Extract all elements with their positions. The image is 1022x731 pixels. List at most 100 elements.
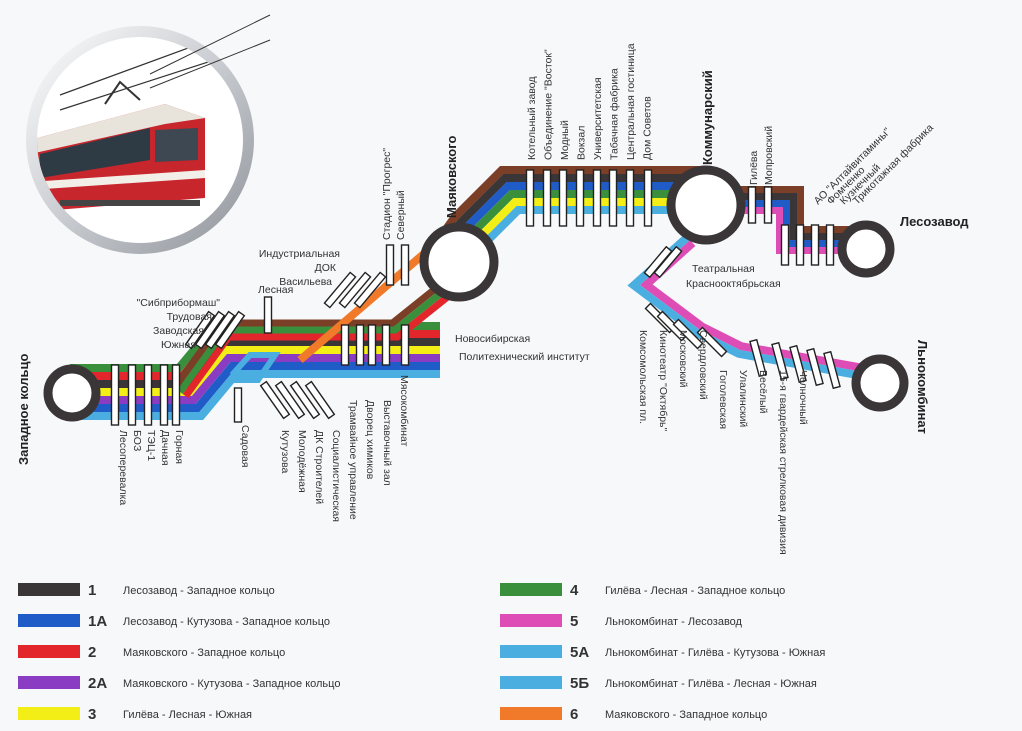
hub-mayakovskogo xyxy=(419,222,499,302)
station-marker-upper-1 xyxy=(542,169,552,227)
hub-label-lnokombinat: Льнокомбинат xyxy=(915,340,930,434)
station-marker-lesozavod-3 xyxy=(825,224,835,266)
route-line-brown xyxy=(171,281,443,390)
station-label-middle-top: Индустриальная xyxy=(259,248,340,260)
legend-route-description: Маяковского - Западное кольцо xyxy=(605,709,767,721)
legend-swatch xyxy=(500,707,562,720)
station-label-east: Политехнический институт xyxy=(459,351,590,363)
kutuzova-loop xyxy=(229,352,281,383)
hub-stations xyxy=(43,165,909,422)
station-label-stadium: Северный xyxy=(395,190,407,240)
legend-route-description: Льнокомбинат - Гилёва - Кутузова - Южная xyxy=(605,647,825,659)
route-orange xyxy=(297,236,443,364)
station-marker-upper-4 xyxy=(592,169,602,227)
hub-label-lesozavod: Лесозавод xyxy=(900,214,969,229)
station-marker-upper-2 xyxy=(558,169,568,227)
legend-route-description: Льнокомбинат - Гилёва - Лесная - Южная xyxy=(605,678,817,690)
station-marker-west-4 xyxy=(171,364,181,426)
station-label-middle-bottom: Кутузова xyxy=(279,430,291,474)
station-marker-lesozavod-2 xyxy=(810,224,820,266)
legend-swatch xyxy=(500,676,562,689)
station-marker-north-1 xyxy=(400,244,410,286)
station-marker-northwest-1 xyxy=(194,310,226,350)
station-marker-kutuzova-2 xyxy=(289,380,321,420)
station-label-upper: Вокзал xyxy=(576,126,588,160)
legend-route-description: Лесозавод - Кутузова - Западное кольцо xyxy=(123,616,330,628)
station-label-upper: Табачная фабрика xyxy=(609,68,621,160)
station-marker-west-2 xyxy=(143,364,153,426)
legend-route-number: 4 xyxy=(570,582,579,599)
hub-label-zapadnoe: Западное кольцо xyxy=(16,353,31,465)
station-label-middle-bottom: ДК Строителей xyxy=(313,430,325,504)
station-marker-lesozavod-0 xyxy=(780,224,790,266)
station-marker-south-1 xyxy=(653,245,683,279)
station-marker-upper-5 xyxy=(608,169,618,227)
station-label-upper: Университетская xyxy=(592,77,604,160)
station-label-middle-bottom: Молодёжная xyxy=(296,430,308,493)
station-label-middle-bottom: Социалистическая xyxy=(330,430,342,522)
station-marker-kutuzova-3 xyxy=(304,380,336,420)
legend-swatch xyxy=(18,707,80,720)
route-line-green xyxy=(177,287,448,395)
station-label-east: Новосибирская xyxy=(455,333,530,345)
station-label-south-branch: Театральная xyxy=(692,263,755,275)
station-marker-west-1 xyxy=(127,364,137,426)
station-label-left-bottom: Лесоперевалка xyxy=(117,430,129,505)
station-label-middle-bottom: Мясокомбинат xyxy=(398,375,410,447)
station-marker-upper-0 xyxy=(525,169,535,227)
tram-illustration xyxy=(26,14,271,254)
station-label-south-branch: Краснооктябрьская xyxy=(686,278,781,290)
hub-lesozavod xyxy=(837,220,895,278)
station-label-south-bottom: Челночный xyxy=(797,370,809,425)
route-line-cyan xyxy=(229,352,281,383)
station-marker-upper-3 xyxy=(575,169,585,227)
legend-swatch xyxy=(18,645,80,658)
station-marker-west-3 xyxy=(159,364,169,426)
station-marker-dok-2 xyxy=(353,271,387,309)
station-label-upper: Котельный завод xyxy=(526,77,538,160)
legend-route-description: Гилёва - Лесная - Западное кольцо xyxy=(605,585,785,597)
legend-route-number: 2А xyxy=(88,675,107,692)
station-marker-northwest-0 xyxy=(184,310,216,350)
station-label-left-top: "Сибприбормаш" xyxy=(137,297,221,309)
station-marker-mid-2 xyxy=(367,324,377,366)
station-marker-southeast-4 xyxy=(823,350,841,390)
station-marker-southdiag-3 xyxy=(696,326,728,358)
station-label-gileva: Гилёва xyxy=(748,151,760,185)
station-label-middle-top: Васильева xyxy=(279,276,332,288)
station-label-south-bottom: Весёлый xyxy=(757,370,769,414)
station-marker-southeast-1 xyxy=(771,341,789,381)
station-marker-dok-0 xyxy=(323,271,357,309)
station-label-south-bottom: Улалинский xyxy=(737,370,749,427)
station-label-south-bottom: Гоголевская xyxy=(717,370,729,429)
station-label-south-bottom: Свердловский xyxy=(697,330,709,400)
station-marker-upper-6 xyxy=(625,169,635,227)
corridor-lesnaya xyxy=(171,281,452,399)
station-label-lesnaya: Лесная xyxy=(258,284,293,296)
station-marker-northwest-3 xyxy=(214,310,246,350)
legend-route-number: 1 xyxy=(88,582,96,599)
station-label-left-top: Заводская xyxy=(153,325,204,337)
route-line-red xyxy=(182,292,452,399)
station-label-lesozavod-branch: Трикотажная фабрика xyxy=(851,122,936,207)
station-marker-mid-3 xyxy=(381,324,391,366)
station-label-upper: Объединение "Восток" xyxy=(543,49,555,160)
station-marker-kutuzova-0 xyxy=(259,380,291,420)
hub-kommunarsky xyxy=(666,165,746,245)
station-marker-north-0 xyxy=(385,244,395,286)
station-marker-kutuzova-1 xyxy=(274,380,306,420)
route-line-orange xyxy=(297,236,443,364)
station-label-stadium: Стадион "Прогрес" xyxy=(381,148,393,240)
legend-swatch xyxy=(18,583,80,596)
station-marker-mid-1 xyxy=(355,324,365,366)
hub-label-kommunarsky: Коммунарский xyxy=(700,70,715,165)
station-label-left-bottom: Горная xyxy=(173,430,185,464)
station-label-middle-bottom: Выставочный зал xyxy=(381,400,393,486)
